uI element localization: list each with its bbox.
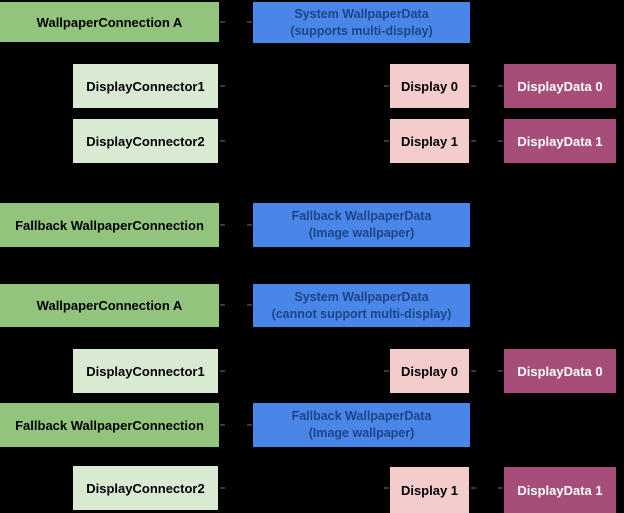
node-display-data-1-b: DisplayData 1 xyxy=(504,467,616,513)
connector-tick xyxy=(498,487,503,489)
connector-tick xyxy=(247,424,252,426)
node-system-wallpaper-data-multi: System WallpaperData (supports multi-dis… xyxy=(253,2,470,43)
node-display-connector-2-b: DisplayConnector2 xyxy=(73,466,218,510)
node-display-1-b: Display 1 xyxy=(390,467,469,513)
connector-tick xyxy=(471,85,476,87)
node-display-connector-1-b: DisplayConnector1 xyxy=(73,349,218,393)
connector-tick xyxy=(498,140,503,142)
connector-tick xyxy=(384,370,389,372)
node-fallback-wallpaper-data-2: Fallback WallpaperData (Image wallpaper) xyxy=(253,403,470,447)
node-system-wallpaper-data-single: System WallpaperData (cannot support mul… xyxy=(253,284,470,327)
connector-tick xyxy=(220,140,225,142)
node-display-1-a: Display 1 xyxy=(390,119,469,163)
node-display-data-1-a: DisplayData 1 xyxy=(504,119,616,163)
connector-tick xyxy=(220,21,225,23)
node-label-line2: (Image wallpaper) xyxy=(308,226,415,240)
connector-tick xyxy=(384,140,389,142)
connector-tick xyxy=(471,487,476,489)
connector-tick xyxy=(247,21,252,23)
node-display-data-0-a: DisplayData 0 xyxy=(504,64,616,108)
node-fallback-wallpaper-connection-1: Fallback WallpaperConnection xyxy=(0,203,219,247)
connector-tick xyxy=(498,370,503,372)
connector-tick xyxy=(220,304,225,306)
connector-tick xyxy=(471,370,476,372)
node-label-line1: Fallback WallpaperData xyxy=(291,409,432,423)
connector-tick xyxy=(498,85,503,87)
node-label-line1: System WallpaperData xyxy=(294,6,429,21)
node-label-line1: Fallback WallpaperData xyxy=(291,209,432,223)
node-fallback-wallpaper-data-1: Fallback WallpaperData (Image wallpaper) xyxy=(253,203,470,247)
node-label-line2: (supports multi-display) xyxy=(290,23,433,38)
node-fallback-wallpaper-connection-2: Fallback WallpaperConnection xyxy=(0,403,219,447)
connector-tick xyxy=(247,224,252,226)
node-label-line1: System WallpaperData xyxy=(294,289,429,304)
node-display-data-0-b: DisplayData 0 xyxy=(504,349,616,393)
connector-tick xyxy=(220,424,225,426)
node-label-line2: (cannot support multi-display) xyxy=(271,306,452,321)
node-display-0-a: Display 0 xyxy=(390,64,469,108)
node-wallpaper-connection-a-2: WallpaperConnection A xyxy=(0,284,219,327)
connector-tick xyxy=(220,224,225,226)
node-display-connector-1-a: DisplayConnector1 xyxy=(73,64,218,108)
connector-tick xyxy=(220,370,225,372)
connector-tick xyxy=(384,85,389,87)
node-display-0-b: Display 0 xyxy=(390,349,469,393)
connector-tick xyxy=(471,140,476,142)
node-wallpaper-connection-a-1: WallpaperConnection A xyxy=(0,2,219,42)
connector-tick xyxy=(220,85,225,87)
connector-tick xyxy=(220,487,225,489)
node-label-line2: (Image wallpaper) xyxy=(308,426,415,440)
node-display-connector-2-a: DisplayConnector2 xyxy=(73,119,218,163)
connector-tick xyxy=(247,304,252,306)
connector-tick xyxy=(384,487,389,489)
